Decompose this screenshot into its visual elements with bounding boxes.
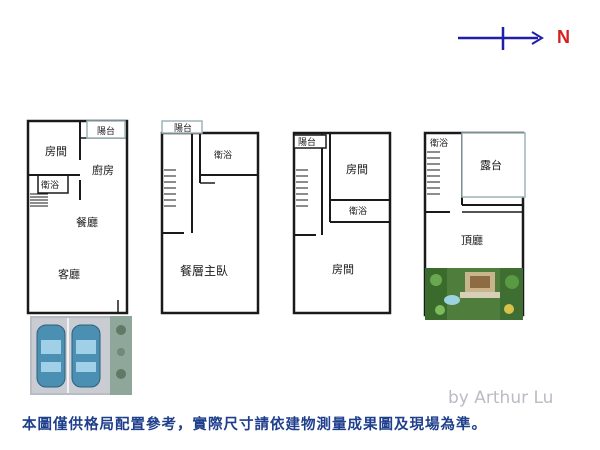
- f1-balcony-label: 陽台: [97, 125, 115, 137]
- floor-2-stairs: [164, 169, 176, 207]
- f4-terrace-label: 露台: [480, 158, 502, 172]
- f2-bath-label: 衛浴: [214, 149, 232, 161]
- f2-suite-label: 餐層主臥: [180, 263, 228, 278]
- floor-2-balcony-area: [161, 120, 203, 134]
- f1-bath-label: 衛浴: [41, 179, 59, 191]
- author-credit: by Arthur Lu: [448, 388, 554, 408]
- f1-living-label: 客廳: [58, 267, 80, 281]
- f3-bath-label: 衛浴: [349, 205, 367, 217]
- f3-balcony-label: 陽台: [298, 136, 316, 148]
- disclaimer-text: 本圖僅供格局配置參考，實際尺寸請依建物測量成果圖及現場為準。: [22, 416, 487, 433]
- north-label: N: [557, 27, 570, 47]
- f2-balcony-label: 陽台: [174, 122, 192, 134]
- f1-kitchen-label: 廚房: [92, 163, 114, 177]
- rooftop-garden-image: [425, 268, 523, 320]
- floor-4-stairs: [427, 151, 440, 195]
- floor-2-plan: [160, 131, 260, 315]
- floor-3-balcony-area: [293, 134, 327, 149]
- floor-4-terrace-area: [461, 132, 526, 198]
- floor-1-stairs: [30, 193, 48, 207]
- f1-dining-label: 餐廳: [76, 215, 98, 229]
- compass-arrow: [458, 27, 544, 50]
- f3-room-top-label: 房間: [346, 163, 368, 176]
- parking-image: [30, 316, 132, 395]
- floor-3-stairs: [296, 169, 308, 207]
- f1-room-label: 房間: [45, 145, 67, 158]
- floor-1-balcony-area: [86, 120, 126, 139]
- f4-bath-label: 衛浴: [430, 137, 448, 149]
- floor-3-plan: [292, 131, 392, 315]
- f4-roof-hall-label: 頂廳: [461, 233, 483, 247]
- f3-room-main-label: 房間: [332, 263, 354, 276]
